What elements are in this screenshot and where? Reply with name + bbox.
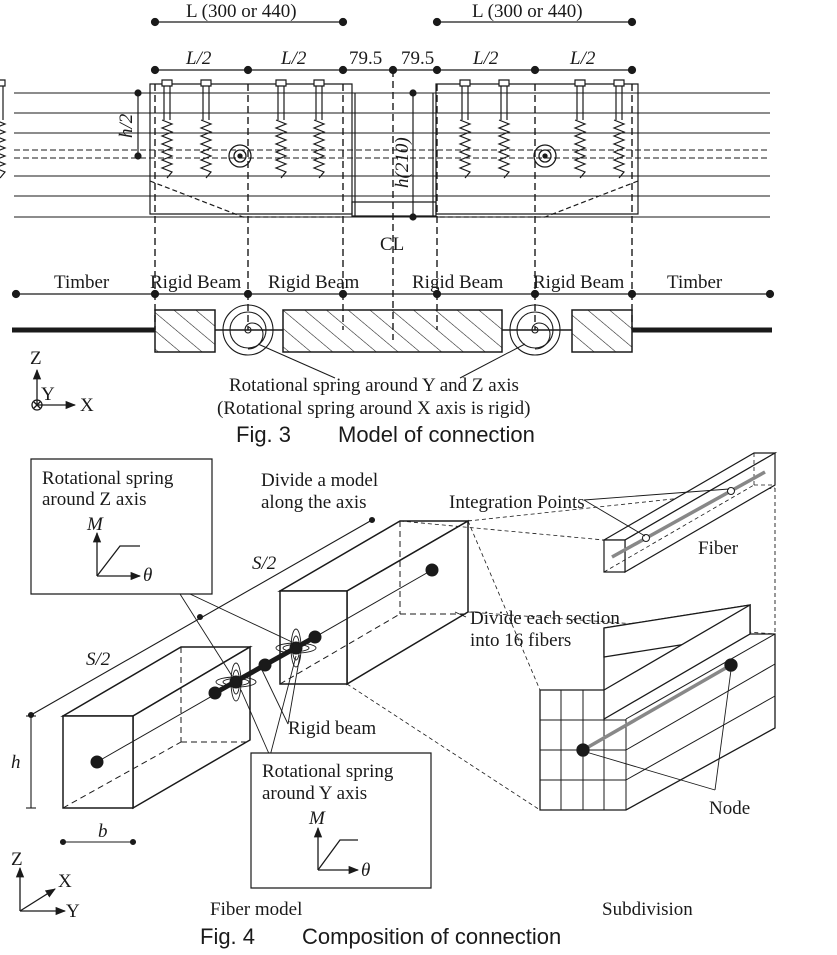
y-spring-theta: θ bbox=[361, 860, 370, 881]
label-h: h bbox=[11, 752, 21, 773]
segment-timber-left: Timber bbox=[54, 272, 110, 293]
label-h-210: h(210) bbox=[392, 137, 413, 188]
fig3-segment-dims bbox=[13, 291, 774, 298]
dim-offset-left: 79.5 bbox=[349, 48, 382, 69]
segment-rigid-1: Rigid Beam bbox=[150, 272, 242, 293]
fiber-block-right bbox=[280, 521, 468, 684]
fig3-axis-y: Y bbox=[41, 384, 55, 405]
spring-note-2: (Rotational spring around X axis is rigi… bbox=[217, 398, 530, 419]
fig3-rotation-springs-top bbox=[229, 145, 556, 167]
fig4-axis-z: Z bbox=[11, 849, 23, 870]
divide-model-2: along the axis bbox=[261, 492, 367, 513]
fig4-axis-x: X bbox=[58, 871, 72, 892]
fiber-leaders bbox=[584, 488, 775, 634]
dim-offset-right: 79.5 bbox=[401, 48, 434, 69]
fig3-steel-plates bbox=[150, 84, 638, 217]
segment-rigid-4: Rigid Beam bbox=[533, 272, 625, 293]
hb-dims bbox=[26, 716, 136, 845]
fiber-axis bbox=[91, 564, 438, 768]
node-leaders bbox=[586, 670, 731, 790]
y-spring-plot-axes bbox=[313, 826, 360, 875]
projection-lines bbox=[347, 488, 775, 810]
fig3-screws bbox=[0, 79, 625, 179]
y-spring-box bbox=[251, 753, 431, 888]
segment-rigid-3: Rigid Beam bbox=[412, 272, 504, 293]
fig3-axes bbox=[32, 368, 77, 410]
label-centerline: CL bbox=[380, 234, 404, 255]
node-label: Node bbox=[709, 798, 750, 819]
fig4-caption-num: Fig. 4 bbox=[200, 924, 255, 949]
s-half-bottom: S/2 bbox=[86, 649, 111, 670]
divide-section-2: into 16 fibers bbox=[470, 630, 571, 651]
dim-half-L-1: L/2 bbox=[185, 48, 212, 69]
fiber-detail bbox=[604, 453, 775, 572]
segment-timber-right: Timber bbox=[667, 272, 723, 293]
dim-half-L-4: L/2 bbox=[569, 48, 596, 69]
segment-rigid-2: Rigid Beam bbox=[268, 272, 360, 293]
fig3-dimensions bbox=[152, 19, 636, 74]
fig4-axes bbox=[15, 866, 67, 916]
z-spring-box bbox=[31, 459, 212, 594]
fig4-caption-text: Composition of connection bbox=[302, 924, 561, 949]
divide-section-1: Divide each section bbox=[470, 608, 620, 629]
z-spring-title-1: Rotational spring bbox=[42, 468, 174, 489]
fig3-axis-x: X bbox=[80, 395, 94, 416]
fig3-beam-model bbox=[12, 310, 772, 352]
dim-half-L-2: L/2 bbox=[280, 48, 307, 69]
fiber-model-label: Fiber model bbox=[210, 899, 302, 920]
fig3-caption-num: Fig. 3 bbox=[236, 422, 291, 447]
z-spring-plot-axes bbox=[92, 531, 142, 581]
fig4-axis-y: Y bbox=[66, 901, 80, 922]
subdivision-block bbox=[540, 605, 775, 810]
integration-points-label: Integration Points bbox=[449, 492, 585, 513]
z-spring-theta: θ bbox=[143, 565, 152, 586]
fig3-height-dims bbox=[135, 90, 416, 220]
fig3-caption-text: Model of connection bbox=[338, 422, 535, 447]
fig3-axis-z: Z bbox=[30, 348, 42, 369]
s-half-top: S/2 bbox=[252, 553, 277, 574]
z-spring-title-2: around Z axis bbox=[42, 489, 146, 510]
fiber-springs bbox=[216, 629, 316, 701]
fig3-rotation-springs-model bbox=[223, 305, 560, 378]
y-spring-moment: M bbox=[308, 808, 326, 829]
dim-L-right: L (300 or 440) bbox=[472, 1, 583, 22]
fig3-guides bbox=[155, 70, 632, 340]
rigid-beam-label: Rigid beam bbox=[288, 718, 376, 739]
y-spring-title-1: Rotational spring bbox=[262, 761, 394, 782]
z-spring-moment: M bbox=[86, 514, 104, 535]
subdivision-label: Subdivision bbox=[602, 899, 693, 920]
y-spring-title-2: around Y axis bbox=[262, 783, 367, 804]
dim-half-L-3: L/2 bbox=[472, 48, 499, 69]
divide-model-1: Divide a model bbox=[261, 470, 378, 491]
spring-note-1: Rotational spring around Y and Z axis bbox=[229, 375, 519, 396]
label-b: b bbox=[98, 821, 108, 842]
fiber-label: Fiber bbox=[698, 538, 739, 559]
label-h-half: h/2 bbox=[116, 113, 137, 138]
fig4-leaders bbox=[180, 594, 466, 756]
dim-L-left: L (300 or 440) bbox=[186, 1, 297, 22]
